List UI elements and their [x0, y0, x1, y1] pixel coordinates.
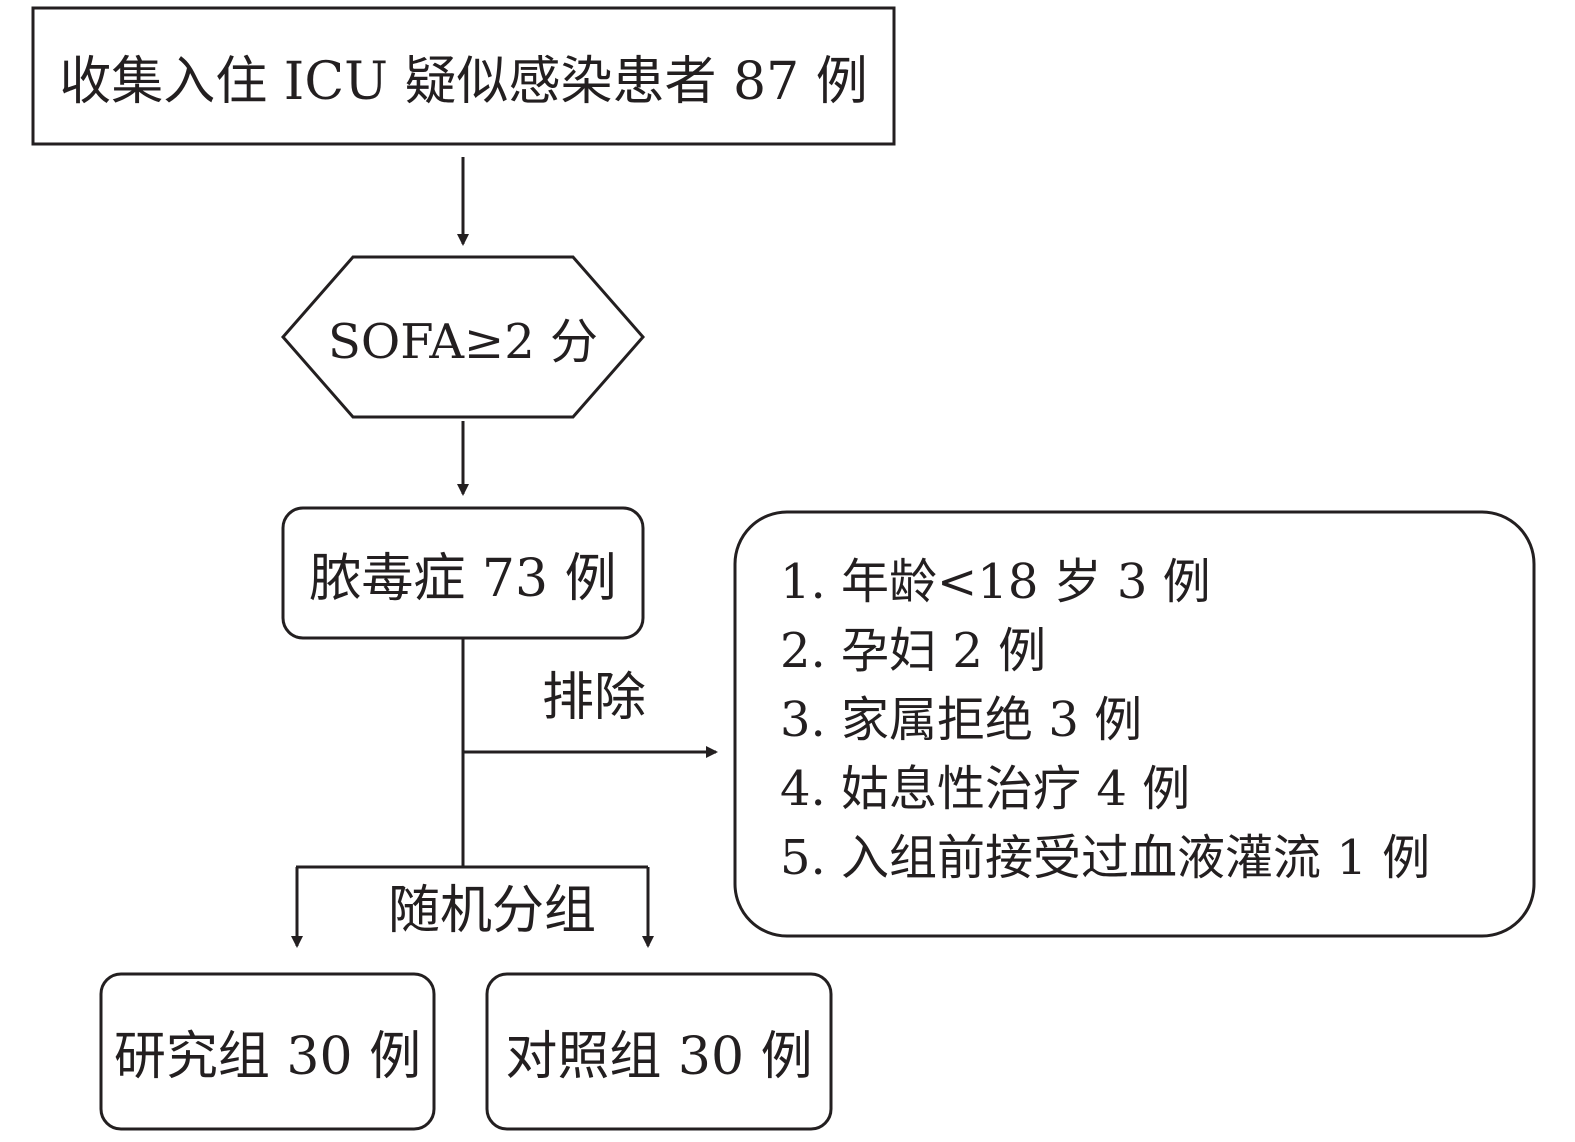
- study-group-box: [99, 972, 436, 1131]
- control-group-label: 对照组 30 例: [505, 1027, 813, 1087]
- exclusion-list: 1. 年龄<18 岁 3 例 2. 孕妇 2 例 3. 家属拒绝 3 例 4. …: [780, 548, 1430, 893]
- exclusion-box: [733, 510, 1536, 938]
- criterion-label: SOFA≥2 分: [327, 314, 599, 370]
- collect-box: [31, 6, 896, 146]
- exclusion-item: 5. 入组前接受过血液灌流 1 例: [780, 830, 1431, 886]
- criterion-hexagon: [281, 255, 645, 419]
- randomize-label: 随机分组: [388, 881, 597, 941]
- exclusion-item: 1. 年龄<18 岁 3 例: [780, 554, 1211, 610]
- exclusion-item: 2. 孕妇 2 例: [780, 623, 1047, 679]
- study-group-label: 研究组 30 例: [113, 1027, 422, 1087]
- exclusion-item: 4. 姑息性治疗 4 例: [780, 761, 1191, 817]
- sepsis-label: 脓毒症 73 例: [309, 548, 617, 609]
- control-group-box: [485, 972, 833, 1131]
- exclusion-item: 3. 家属拒绝 3 例: [780, 692, 1143, 748]
- collect-label: 收集入住 ICU 疑似感染患者 87 例: [59, 51, 868, 112]
- exclude-label: 排除: [542, 668, 647, 728]
